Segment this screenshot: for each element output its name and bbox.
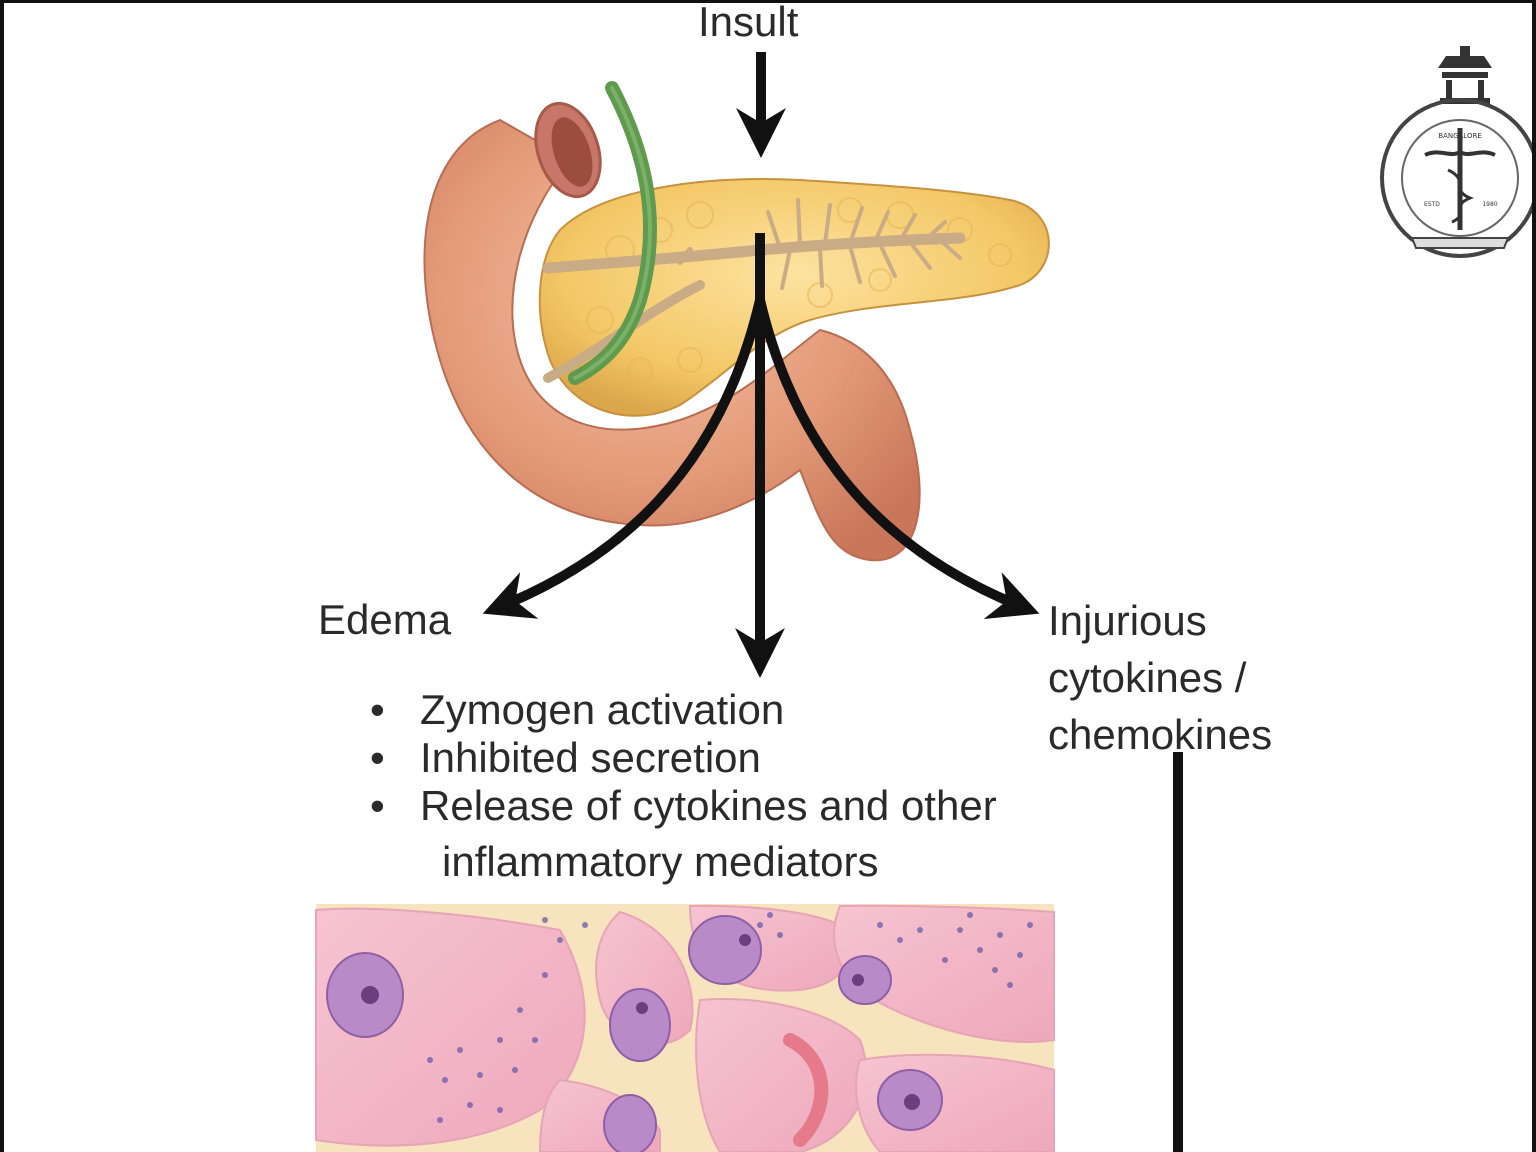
cytokines-label-line: cytokines /	[1048, 654, 1247, 701]
logo-city: BANGALORE	[1438, 132, 1482, 140]
edema-arrow	[482, 298, 765, 619]
event-item: Release of cytokines and other	[368, 782, 997, 830]
cytokines-label-line: Injurious	[1048, 597, 1207, 644]
event-item-continuation: inflammatory mediators	[442, 838, 879, 885]
logo-year: 1980	[1482, 201, 1497, 208]
event-item: Zymogen activation	[368, 686, 997, 734]
event-item: Inhibited secretion	[368, 734, 997, 782]
logo-estd: ESTD	[1424, 201, 1440, 208]
institute-logo: BANGALORE ESTD 1980	[1380, 46, 1536, 258]
edema-label: Edema	[318, 596, 452, 643]
cytokines-label-line: chemokines	[1048, 711, 1273, 758]
acinar-events-list: Zymogen activation Inhibited secretion R…	[368, 686, 997, 886]
insult-label: Insult	[698, 0, 799, 45]
cytokines-arrow	[755, 298, 1040, 619]
cytokines-label: Injurious cytokines / chemokines	[1048, 592, 1272, 763]
acinar-tissue-panel	[315, 904, 1055, 1152]
